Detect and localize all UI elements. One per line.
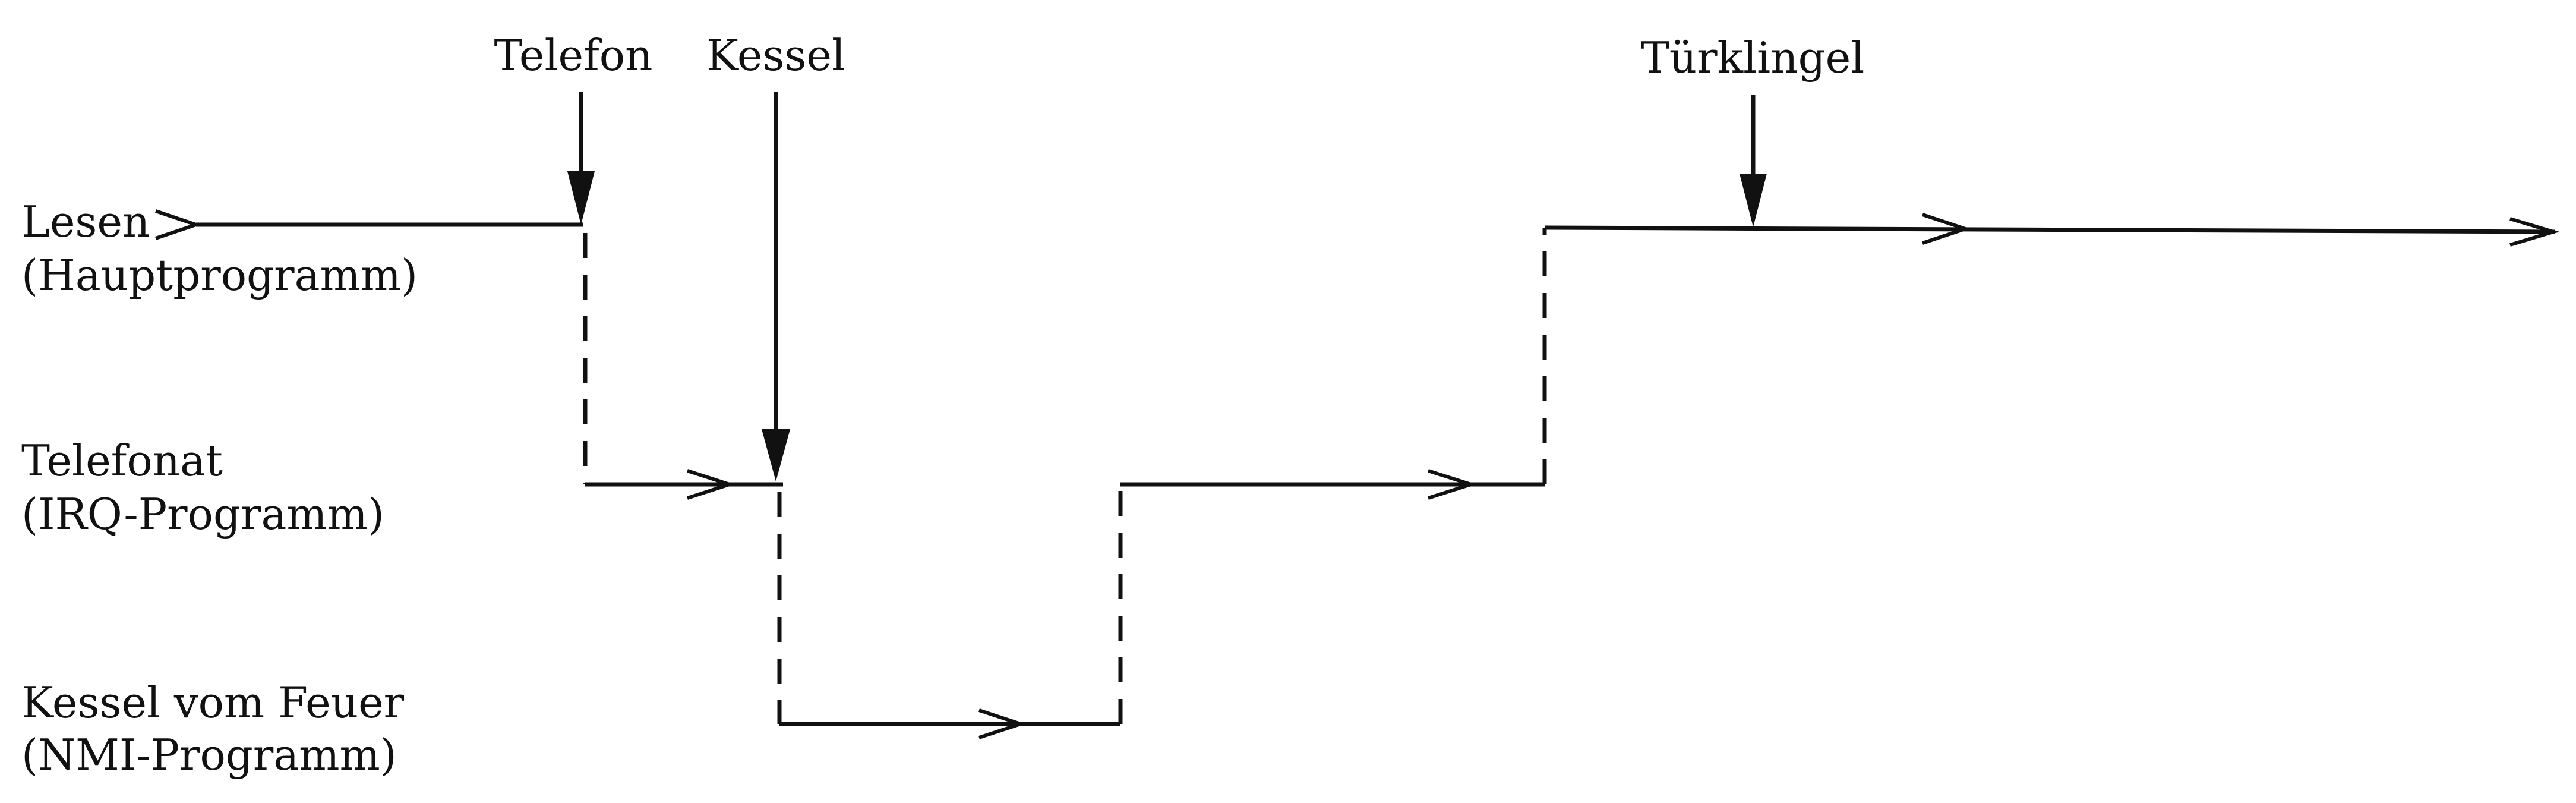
main-program-start-segment [155, 209, 583, 240]
level-irq-program: (IRQ-Programm) [21, 489, 384, 539]
event-label-tuerklingel: Türklingel [1641, 33, 1865, 83]
kessel-event-arrow [762, 92, 790, 481]
event-label-kessel: Kessel [706, 30, 845, 80]
level-main-program: (Hauptprogramm) [21, 250, 418, 300]
level-main-name: Lesen [21, 197, 150, 247]
nmi-program-segment [779, 708, 1120, 739]
event-label-telefon: Telefon [494, 30, 652, 80]
irq-program-segment-2 [1120, 469, 1545, 500]
level-nmi-program: (NMI-Programm) [21, 730, 397, 780]
tuerklingel-event-arrow [1740, 95, 1767, 227]
level-nmi-name: Kessel vom Feuer [21, 678, 405, 728]
level-irq-name: Telefonat [21, 436, 223, 486]
telefon-event-arrow [567, 92, 595, 225]
main-program-resume-segment [1544, 213, 2560, 247]
irq-program-segment-1 [585, 469, 783, 500]
